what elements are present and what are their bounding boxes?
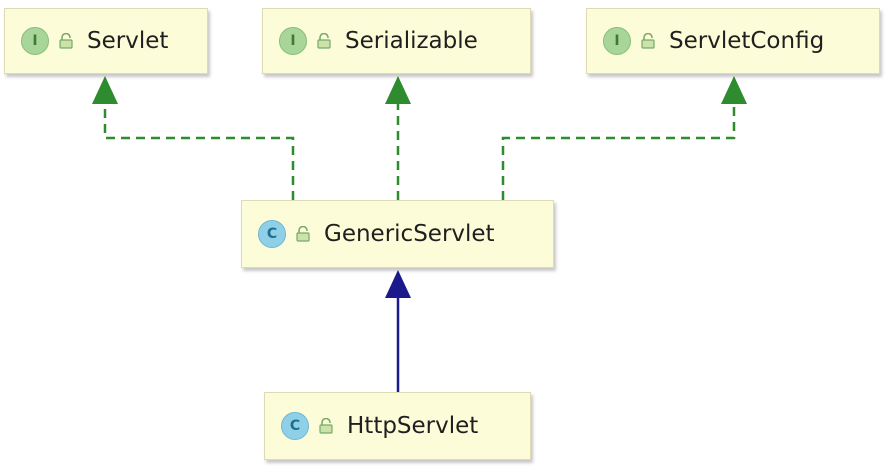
node-label: ServletConfig <box>669 28 825 54</box>
edge-genericservlet-to-servlet <box>103 102 295 200</box>
node-genericservlet[interactable]: C GenericServlet <box>241 200 554 268</box>
interface-badge-icon: I <box>279 27 307 55</box>
class-badge-icon: C <box>258 220 286 248</box>
interface-badge-icon: I <box>21 27 49 55</box>
arrowhead-serializable <box>385 76 411 104</box>
node-label: GenericServlet <box>324 221 495 247</box>
lock-icon <box>319 418 333 434</box>
arrowhead-servlet <box>92 76 118 104</box>
arrowhead-servletconfig <box>721 76 747 104</box>
node-serializable[interactable]: I Serializable <box>262 8 531 74</box>
lock-icon <box>296 226 310 242</box>
node-httpservlet[interactable]: C HttpServlet <box>264 392 531 460</box>
node-servlet[interactable]: I Servlet <box>4 8 208 74</box>
node-label: Servlet <box>87 28 169 54</box>
lock-icon <box>641 33 655 49</box>
class-badge-icon: C <box>281 412 309 440</box>
arrowhead-genericservlet <box>385 270 411 298</box>
node-label: HttpServlet <box>347 413 479 439</box>
node-label: Serializable <box>345 28 478 54</box>
edge-genericservlet-to-servletconfig <box>501 102 736 200</box>
lock-icon <box>317 33 331 49</box>
interface-badge-icon: I <box>603 27 631 55</box>
lock-icon <box>59 33 73 49</box>
node-servletconfig[interactable]: I ServletConfig <box>586 8 880 74</box>
